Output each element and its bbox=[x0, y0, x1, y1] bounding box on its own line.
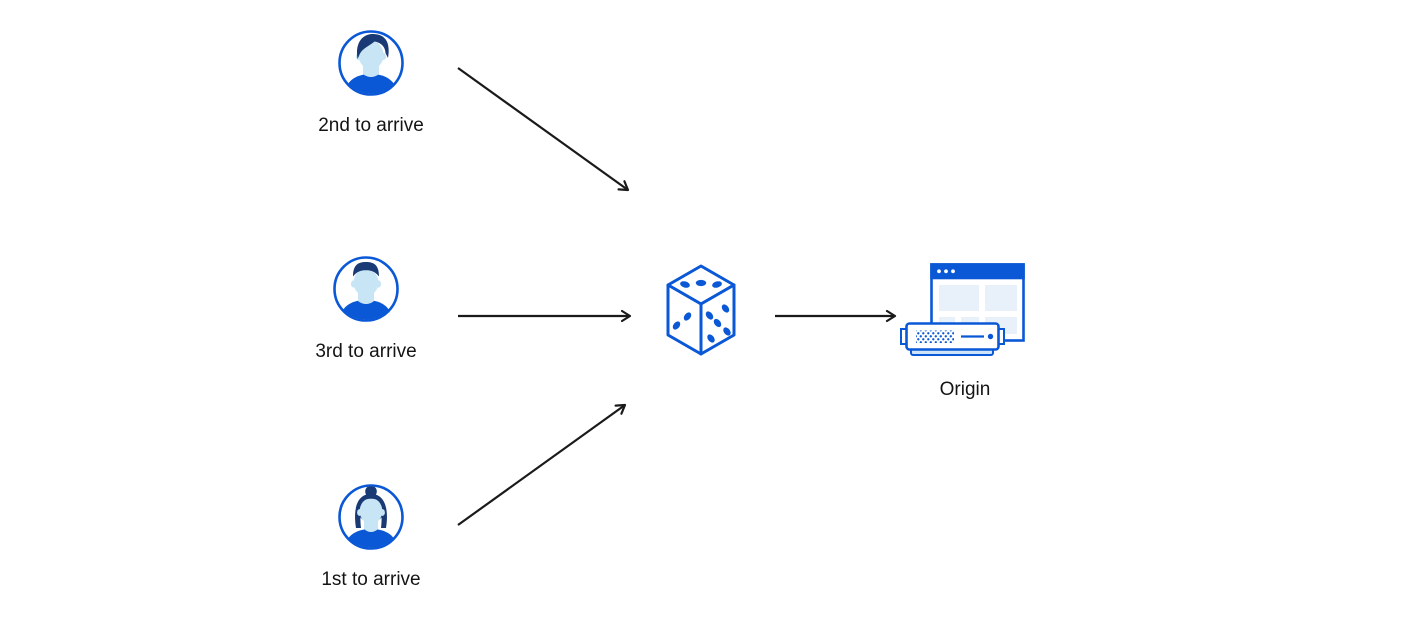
server-appliance bbox=[900, 322, 1005, 356]
node-client-1st: 1st to arrive bbox=[291, 483, 451, 591]
arrow-client-1st-to-dice bbox=[457, 403, 627, 526]
origin-server-browser-icon bbox=[900, 263, 1025, 356]
node-label-origin: Origin bbox=[939, 379, 991, 400]
avatar-woman-bun-icon bbox=[338, 484, 404, 550]
node-client-2nd: 2nd to arrive bbox=[291, 29, 451, 137]
node-client-3rd: 3rd to arrive bbox=[286, 255, 446, 363]
node-label-client-1st: 1st to arrive bbox=[321, 569, 421, 590]
avatar-man-flat-top-icon bbox=[333, 256, 399, 322]
arrow-client-2nd-to-dice bbox=[457, 67, 630, 192]
node-label-client-3rd: 3rd to arrive bbox=[315, 341, 417, 362]
node-label-client-2nd: 2nd to arrive bbox=[318, 115, 424, 136]
avatar-man-side-part-icon bbox=[338, 30, 404, 96]
dice-icon bbox=[666, 264, 736, 356]
